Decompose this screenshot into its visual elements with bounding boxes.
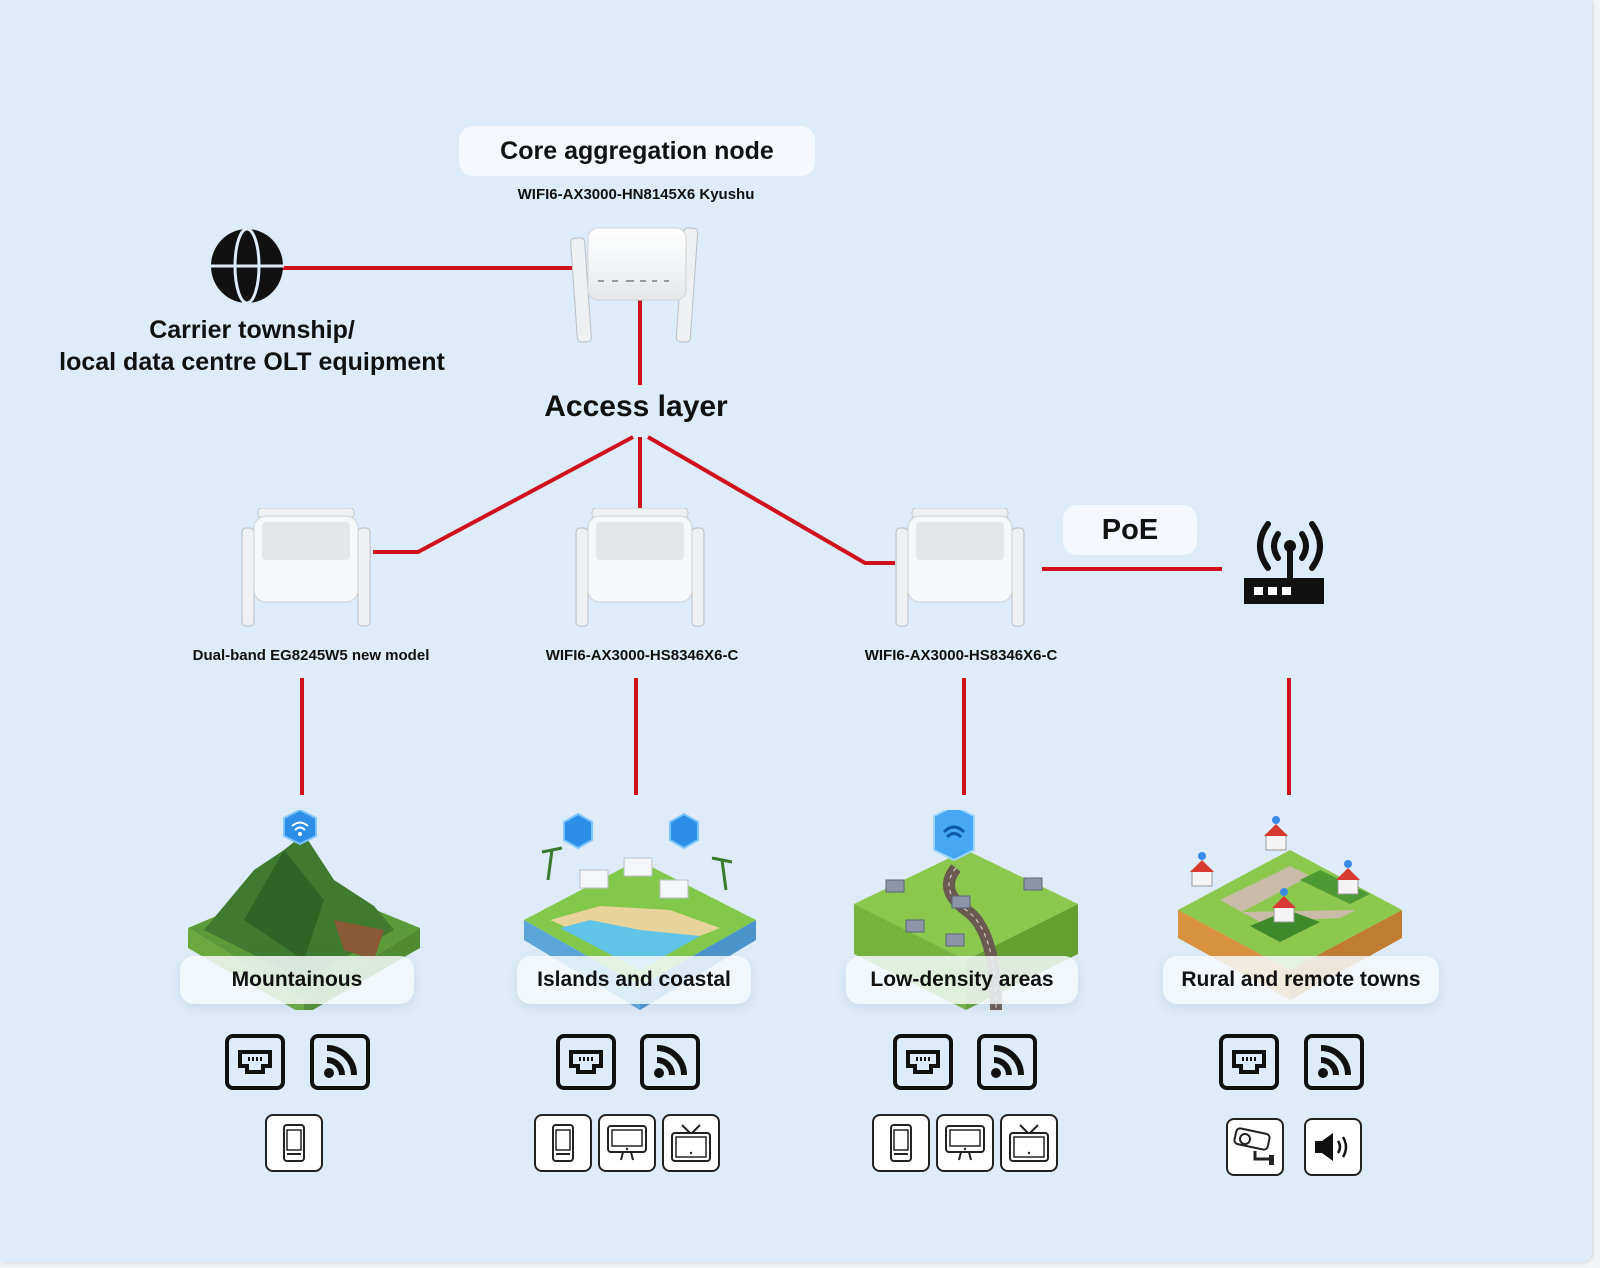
access-router-2-image (575, 508, 705, 627)
smartphone-icon (265, 1114, 323, 1172)
scenario-rural-label: Rural and remote towns (1163, 956, 1439, 1004)
television-icon (662, 1114, 720, 1172)
poe-label-text: PoE (1101, 513, 1159, 546)
globe-icon (210, 228, 284, 304)
scenario-low-density-text: Low-density areas (870, 968, 1054, 991)
ethernet-port-icon (225, 1034, 285, 1090)
speaker-icon (1304, 1118, 1362, 1176)
access-router-3-image (895, 508, 1025, 627)
link-access-device3 (646, 435, 895, 565)
wireless-access-point-icon (1244, 521, 1324, 604)
access-device-1-model: Dual-band EG8245W5 new model (192, 647, 430, 664)
television-icon (1000, 1114, 1058, 1172)
smartphone-icon (534, 1114, 592, 1172)
access-device-2-model: WIFI6-AX3000-HS8346X6-C (545, 647, 739, 664)
core-node-model: WIFI6-AX3000-HN8145X6 Kyushu (517, 186, 755, 203)
access-layer-label: Access layer (544, 390, 728, 423)
wifi-signal-icon (1304, 1034, 1364, 1090)
olt-label-line2: local data centre OLT equipment (59, 348, 445, 376)
link-access-device1 (373, 435, 634, 554)
olt-label-line1: Carrier township/ (149, 316, 355, 344)
access-router-1-image (241, 508, 371, 627)
core-router-image (570, 227, 699, 343)
access-device-3-model: WIFI6-AX3000-HS8346X6-C (864, 647, 1058, 664)
scenario-islands-text: Islands and coastal (537, 968, 731, 991)
desktop-monitor-icon (936, 1114, 994, 1172)
wifi-signal-icon (977, 1034, 1037, 1090)
core-node-title: Core aggregation node (459, 126, 815, 176)
scenario-low-density-label: Low-density areas (846, 956, 1078, 1004)
wifi-signal-icon (640, 1034, 700, 1090)
security-camera-icon (1226, 1118, 1284, 1176)
desktop-monitor-icon (598, 1114, 656, 1172)
scenario-rural-text: Rural and remote towns (1181, 968, 1421, 991)
poe-label: PoE (1063, 505, 1197, 555)
ethernet-port-icon (1219, 1034, 1279, 1090)
core-node-title-text: Core aggregation node (500, 136, 774, 165)
smartphone-icon (872, 1114, 930, 1172)
ethernet-port-icon (556, 1034, 616, 1090)
scenario-mountainous-label: Mountainous (180, 956, 414, 1004)
ethernet-port-icon (893, 1034, 953, 1090)
wifi-signal-icon (310, 1034, 370, 1090)
scenario-mountainous-text: Mountainous (231, 968, 363, 991)
scenario-islands-label: Islands and coastal (517, 956, 751, 1004)
olt-label: Carrier township/ local data centre OLT … (59, 314, 445, 378)
